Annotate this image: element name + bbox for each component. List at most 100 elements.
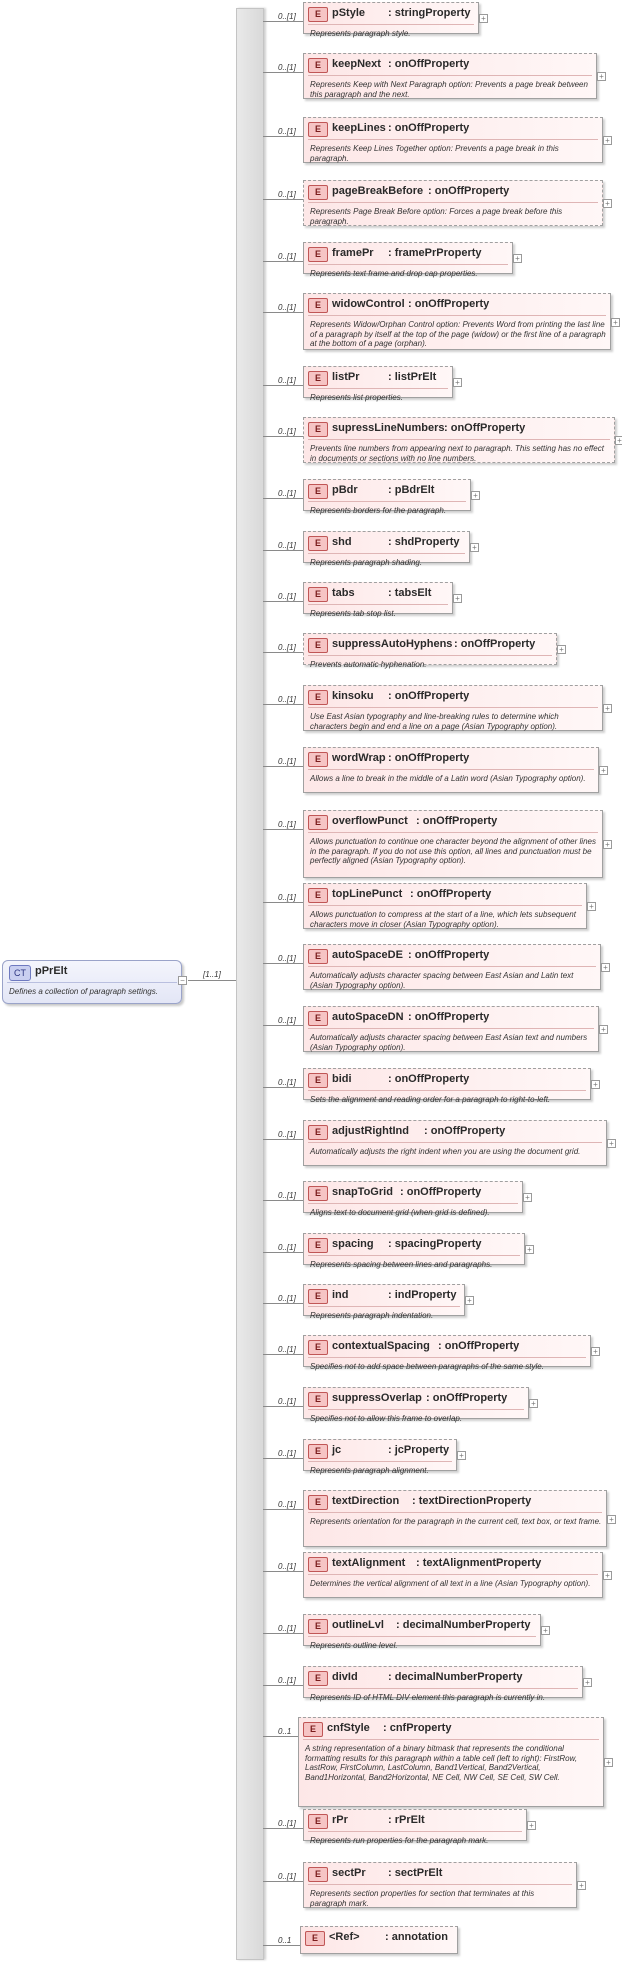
expand-icon[interactable]: + (527, 1821, 536, 1830)
element-separator (308, 1884, 572, 1885)
expand-icon[interactable]: + (529, 1399, 538, 1408)
expand-icon[interactable]: + (604, 1758, 613, 1767)
expand-icon[interactable]: + (599, 1025, 608, 1034)
element-type: : stringProperty (388, 7, 471, 19)
expand-icon[interactable]: + (453, 378, 462, 387)
element-cardinality: 0..[1] (278, 1243, 296, 1252)
element-connector (263, 498, 303, 499)
element-type: : textDirectionProperty (412, 1495, 532, 1507)
expand-icon[interactable]: + (601, 963, 610, 972)
expand-icon[interactable]: + (603, 136, 612, 145)
element-cardinality: 0..[1] (278, 1676, 296, 1685)
expand-icon[interactable]: + (457, 1451, 466, 1460)
element-name: pBdr (332, 484, 358, 496)
element-cardinality: 0..[1] (278, 954, 296, 963)
element-badge: E (303, 1722, 323, 1737)
element-cardinality: 0..[1] (278, 1130, 296, 1139)
complex-type-collapse-icon[interactable]: − (178, 976, 187, 985)
expand-icon[interactable]: + (603, 704, 612, 713)
element-connector (263, 1252, 303, 1253)
element-separator (308, 604, 448, 605)
expand-icon[interactable]: + (597, 72, 606, 81)
expand-icon[interactable]: + (591, 1347, 600, 1356)
expand-icon[interactable]: + (541, 1626, 550, 1635)
expand-icon[interactable]: + (607, 1139, 616, 1148)
expand-icon[interactable]: + (577, 1881, 586, 1890)
expand-icon[interactable]: + (557, 645, 566, 654)
element-doc: Represents section properties for sectio… (310, 1889, 535, 1908)
element-badge: E (308, 1392, 328, 1407)
expand-icon[interactable]: + (603, 1571, 612, 1580)
expand-icon[interactable]: + (583, 1678, 592, 1687)
element-badge: E (308, 638, 328, 653)
element-type: : annotation (385, 1931, 448, 1943)
expand-icon[interactable]: + (615, 436, 622, 445)
element-cardinality: 0..[1] (278, 1345, 296, 1354)
element-type: : textAlignmentProperty (416, 1557, 542, 1569)
element-cardinality: 0..[1] (278, 252, 296, 261)
expand-icon[interactable]: + (525, 1245, 534, 1254)
element-connector (263, 652, 303, 653)
element-badge: E (308, 815, 328, 830)
expand-icon[interactable]: + (465, 1296, 474, 1305)
element-connector (263, 1828, 303, 1829)
element-badge: E (308, 1125, 328, 1140)
element-cardinality: 0..[1] (278, 1624, 296, 1633)
expand-icon[interactable]: + (513, 254, 522, 263)
element-separator (308, 1028, 594, 1029)
element-ref[interactable]: E<Ref>: annotation (300, 1926, 458, 1954)
expand-icon[interactable]: + (591, 1080, 600, 1089)
expand-icon[interactable]: + (587, 902, 596, 911)
element-type: : onOffProperty (388, 690, 470, 702)
element-cardinality: 0..[1] (278, 757, 296, 766)
expand-icon[interactable]: + (603, 840, 612, 849)
element-connector (263, 1139, 303, 1140)
expand-icon[interactable]: + (479, 14, 488, 23)
expand-icon[interactable]: + (471, 491, 480, 500)
element-doc: Represents list properties. (310, 393, 403, 402)
expand-icon[interactable]: + (453, 594, 462, 603)
element-cardinality: 0..[1] (278, 12, 296, 21)
expand-icon[interactable]: + (470, 543, 479, 552)
expand-icon[interactable]: + (611, 318, 620, 327)
expand-icon[interactable]: + (603, 199, 612, 208)
expand-icon[interactable]: + (599, 766, 608, 775)
complex-type-ppr[interactable]: CT pPrElt Defines a collection of paragr… (2, 960, 182, 1004)
expand-icon[interactable]: + (523, 1193, 532, 1202)
expand-icon[interactable]: + (607, 1515, 616, 1524)
element-connector (263, 1025, 303, 1026)
